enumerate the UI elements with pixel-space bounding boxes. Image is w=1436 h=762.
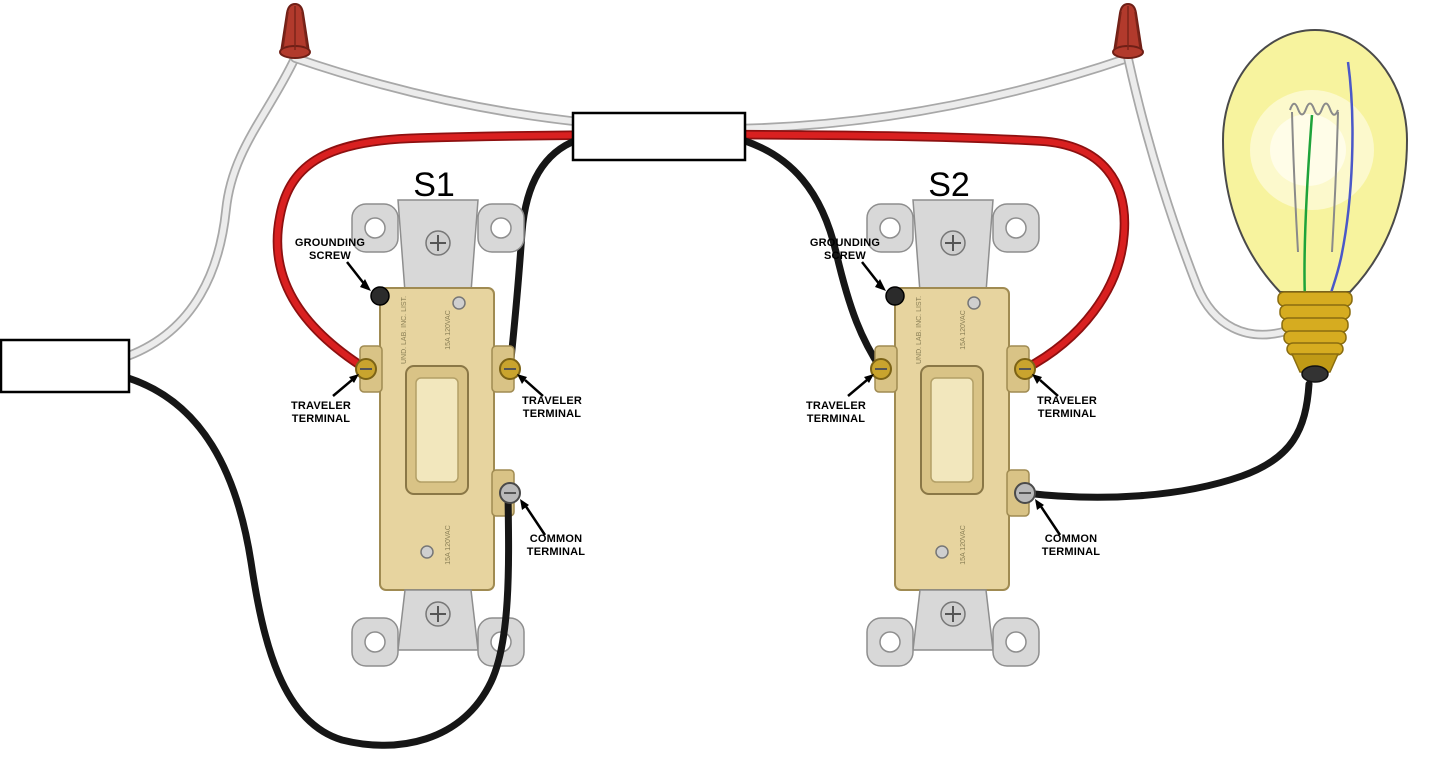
toggle-lever	[930, 377, 974, 483]
blue-lead-wire	[1329, 61, 1354, 294]
small-screw	[452, 296, 466, 310]
small-screw	[420, 545, 434, 559]
wire-nut-left	[279, 3, 311, 59]
filament-support-right	[1331, 111, 1339, 253]
ul-listing-marking: UND. LAB. INC. LIST.	[916, 296, 923, 364]
black-wire-box-to-s2-traveler	[738, 136, 885, 373]
svg-text:SCREW: SCREW	[824, 250, 866, 262]
grounding-screw-label-s2: GROUNDING	[810, 237, 880, 249]
svg-text:TERMINAL: TERMINAL	[1038, 408, 1097, 420]
callout-labels: GROUNDING SCREW TRAVELER TERMINAL TRAVEL…	[291, 237, 1100, 558]
grounding-screw	[370, 286, 390, 306]
common-terminal-label-s1: COMMON	[530, 533, 583, 545]
blank-label-box-left	[0, 338, 131, 394]
switch-s1-title: S1	[413, 166, 455, 204]
svg-text:SCREW: SCREW	[309, 250, 351, 262]
arrow	[1035, 499, 1044, 510]
rating-marking: 15A 120VAC	[960, 310, 967, 350]
light-bulb	[1221, 28, 1409, 383]
switch-s2: UND. LAB. INC. LIST. 15A 120VAC 15A 120V…	[866, 199, 1040, 667]
blank-label-box-top	[571, 111, 747, 162]
switch-s1: UND. LAB. INC. LIST. 15A 120VAC 15A 120V…	[351, 199, 525, 667]
grounding-screw	[885, 286, 905, 306]
arrow	[349, 374, 359, 383]
svg-text:TERMINAL: TERMINAL	[523, 408, 582, 420]
small-screw	[967, 296, 981, 310]
traveler-terminal-label-s2-right: TRAVELER	[1037, 395, 1097, 407]
small-screw	[935, 545, 949, 559]
arrow	[1032, 374, 1042, 384]
arrow	[864, 374, 874, 383]
mounting-hole	[1005, 631, 1027, 653]
black-wire-leftbox-to-s1-common	[124, 374, 513, 749]
rating-marking: 15A 120VAC	[960, 525, 967, 565]
common-terminal-label-s2: COMMON	[1045, 533, 1098, 545]
mounting-hole	[879, 217, 901, 239]
filament-support-left	[1291, 111, 1299, 253]
svg-text:TERMINAL: TERMINAL	[292, 413, 351, 425]
traveler-terminal-label-s1-left: TRAVELER	[291, 400, 351, 412]
traveler-terminal-label-s2-left: TRAVELER	[806, 400, 866, 412]
switch-s2-title: S2	[928, 166, 970, 204]
toggle-lever	[415, 377, 459, 483]
ul-listing-marking: UND. LAB. INC. LIST.	[401, 296, 408, 364]
arrow	[517, 374, 527, 384]
arrow	[520, 499, 529, 510]
svg-text:TERMINAL: TERMINAL	[807, 413, 866, 425]
mounting-hole	[364, 217, 386, 239]
arrow	[875, 279, 886, 291]
svg-text:TERMINAL: TERMINAL	[527, 546, 586, 558]
rating-marking: 15A 120VAC	[445, 310, 452, 350]
mounting-hole	[1005, 217, 1027, 239]
black-wire-s2-common-to-bulb	[1021, 380, 1313, 501]
wire-nut-right	[1112, 3, 1144, 59]
mounting-hole	[490, 217, 512, 239]
filament-coil	[1289, 102, 1339, 116]
bulb-screw-base	[1277, 291, 1353, 383]
grounding-screw-label-s1: GROUNDING	[295, 237, 365, 249]
bulb-contact-tip	[1301, 365, 1329, 383]
mounting-hole	[879, 631, 901, 653]
traveler-terminal-label-s1-right: TRAVELER	[522, 395, 582, 407]
black-wire-box-to-s1-traveler	[506, 136, 581, 373]
rating-marking: 15A 120VAC	[445, 525, 452, 565]
mounting-hole	[364, 631, 386, 653]
arrow	[360, 279, 371, 291]
svg-text:TERMINAL: TERMINAL	[1042, 546, 1101, 558]
